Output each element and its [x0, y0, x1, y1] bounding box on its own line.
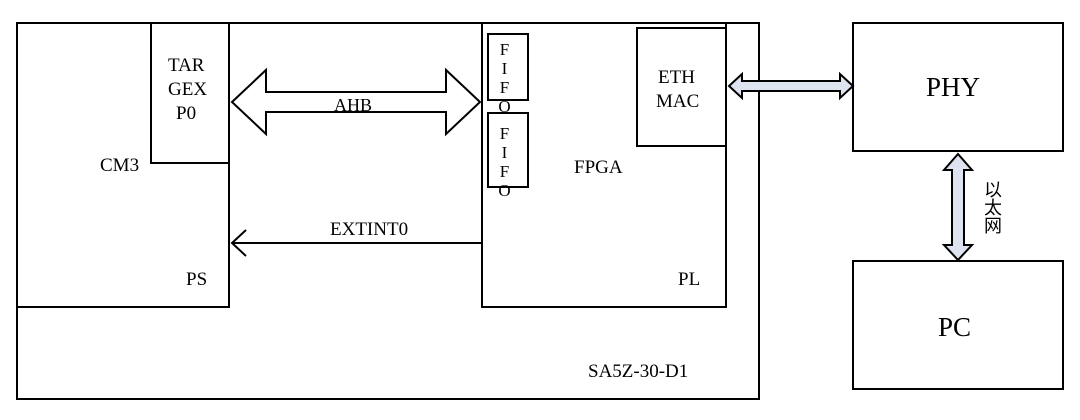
ethernet-arrow — [941, 152, 975, 262]
targexp0-line3: P0 — [176, 103, 197, 124]
pl-label: PL — [678, 269, 701, 290]
targexp0-box — [150, 22, 230, 164]
targexp0-line2: GEX — [168, 79, 208, 100]
fifo-top-box — [487, 33, 529, 101]
extint0-arrow — [230, 229, 481, 257]
phy-box — [852, 22, 1064, 152]
eth-mac-line1: ETH — [658, 67, 695, 88]
extint0-label: EXTINT0 — [330, 219, 409, 240]
phy-label: PHY — [926, 72, 981, 102]
mac-phy-arrow — [727, 71, 855, 101]
pc-label: PC — [938, 312, 972, 342]
board-label: SA5Z-30-D1 — [588, 361, 689, 382]
ps-label: PS — [186, 269, 208, 290]
fifo-bottom-label: FIFO — [495, 124, 514, 200]
ahb-arrow — [230, 67, 482, 137]
fifo-top-label: FIFO — [495, 40, 514, 116]
eth-mac-line2: MAC — [656, 91, 700, 112]
pc-box — [852, 260, 1064, 390]
eth-mac-box — [636, 27, 727, 147]
ahb-label: AHB — [334, 95, 373, 115]
targexp0-line1: TAR — [168, 55, 205, 76]
fifo-bottom-box — [487, 112, 529, 188]
ethernet-label: 以太网 — [981, 180, 1002, 234]
cm3-label: CM3 — [100, 155, 140, 176]
fpga-label: FPGA — [574, 157, 623, 178]
